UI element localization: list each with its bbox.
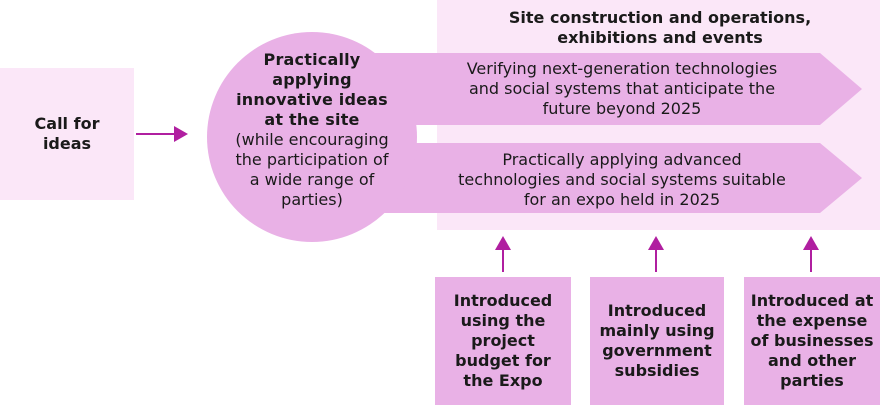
funding-box-government: Introduced mainly using government subsi… — [590, 277, 724, 405]
funding-label-businesses: Introduced at the expense of businesses … — [750, 291, 874, 390]
top-arrow-text: Verifying next-generation technologies a… — [466, 59, 778, 118]
bottom-chevron-arrow — [350, 143, 862, 213]
call-for-ideas-box: Call for ideas — [0, 68, 134, 200]
site-panel-heading: Site construction and operations, exhibi… — [508, 8, 812, 47]
up-arrow-3-head — [803, 236, 819, 250]
application-circle — [207, 32, 417, 242]
top-chevron-arrow — [350, 53, 862, 125]
funding-label-expo-budget: Introduced using the project budget for … — [453, 291, 553, 390]
call-to-circle-arrow-head — [174, 126, 188, 142]
funding-box-expo-budget: Introduced using the project budget for … — [435, 277, 571, 405]
up-arrow-2-head — [648, 236, 664, 250]
call-for-ideas-label: Call for ideas — [34, 114, 100, 153]
bottom-arrow-text: Practically applying advanced technologi… — [458, 150, 786, 209]
circle-title: Practically applying innovative ideas at… — [236, 50, 388, 129]
circle-subtitle: (while encouraging the participation of … — [235, 130, 389, 209]
circle-text: Practically applying innovative ideas at… — [232, 50, 392, 210]
up-arrow-1-head — [495, 236, 511, 250]
funding-box-businesses: Introduced at the expense of businesses … — [744, 277, 880, 405]
funding-label-government: Introduced mainly using government subsi… — [599, 301, 715, 380]
